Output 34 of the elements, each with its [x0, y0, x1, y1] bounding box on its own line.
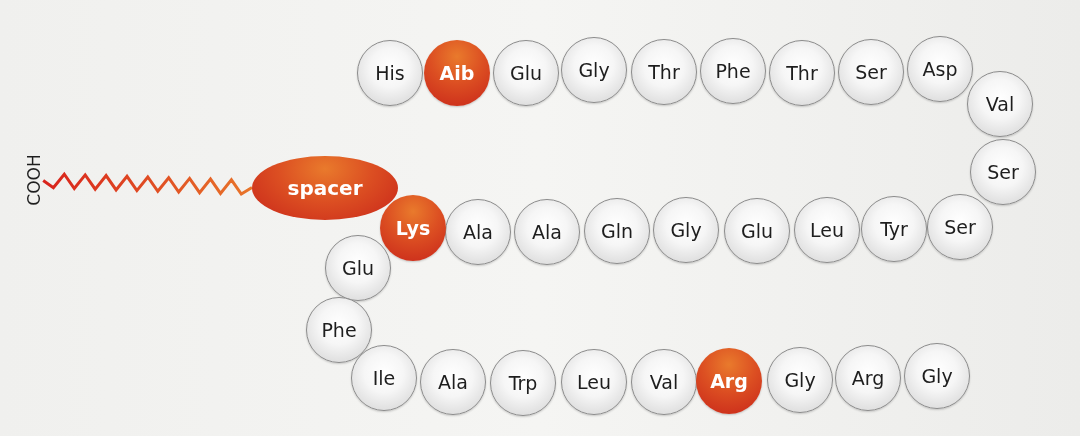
- residue-circle: Glu: [493, 40, 559, 106]
- highlighted-residue-circle: Aib: [424, 40, 490, 106]
- residue-circle: Gly: [904, 343, 970, 409]
- residue-circle: Gly: [767, 347, 833, 413]
- residue-circle: Ala: [420, 349, 486, 415]
- residue-circle: Val: [967, 71, 1033, 137]
- residue-circle: Ala: [514, 199, 580, 265]
- residue-circle: Ala: [445, 199, 511, 265]
- residue-circle: Arg: [835, 345, 901, 411]
- residue-circle: Asp: [907, 36, 973, 102]
- residue-circle: Thr: [631, 39, 697, 105]
- residue-circle: Glu: [724, 198, 790, 264]
- residue-circle: Leu: [794, 197, 860, 263]
- residue-circle: His: [357, 40, 423, 106]
- residue-circle: Ile: [351, 345, 417, 411]
- residue-circle: Gln: [584, 198, 650, 264]
- residue-circle: Phe: [700, 38, 766, 104]
- residue-circle: Phe: [306, 297, 372, 363]
- spacer-ellipse: spacer: [252, 156, 398, 220]
- residue-circle: Thr: [769, 40, 835, 106]
- residue-circle: Ser: [970, 139, 1036, 205]
- residue-circle: Gly: [561, 37, 627, 103]
- highlighted-residue-circle: Arg: [696, 348, 762, 414]
- residue-circle: Ser: [838, 39, 904, 105]
- zigzag-chain-line: [42, 171, 253, 197]
- residue-circle: Ser: [927, 194, 993, 260]
- end-group-label: COOH: [23, 154, 44, 206]
- residue-circle: Trp: [490, 350, 556, 416]
- residue-circle: Tyr: [861, 196, 927, 262]
- residue-circle: Leu: [561, 349, 627, 415]
- residue-circle: Glu: [325, 235, 391, 301]
- highlighted-residue-circle: Lys: [380, 195, 446, 261]
- residue-circle: Gly: [653, 197, 719, 263]
- residue-circle: Val: [631, 349, 697, 415]
